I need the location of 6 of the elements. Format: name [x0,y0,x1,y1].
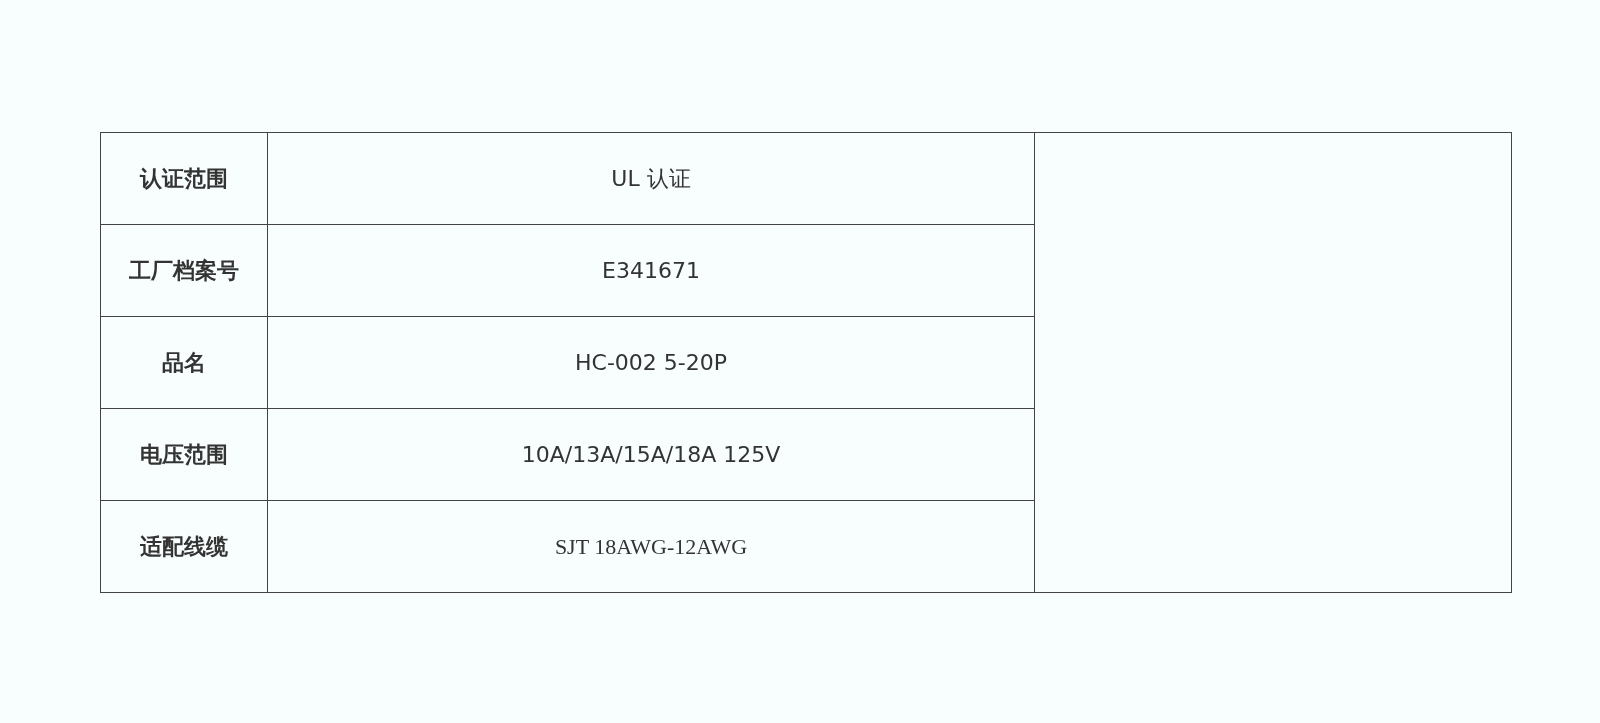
row-header-cell: 适配线缆 [100,500,268,593]
row-header-cell: 认证范围 [100,132,268,225]
row-header-cell: 品名 [100,316,268,409]
row-header-cell: 电压范围 [100,408,268,501]
value-cell: UL 认证 [267,132,1035,225]
row-header-cell: 工厂档案号 [100,224,268,317]
